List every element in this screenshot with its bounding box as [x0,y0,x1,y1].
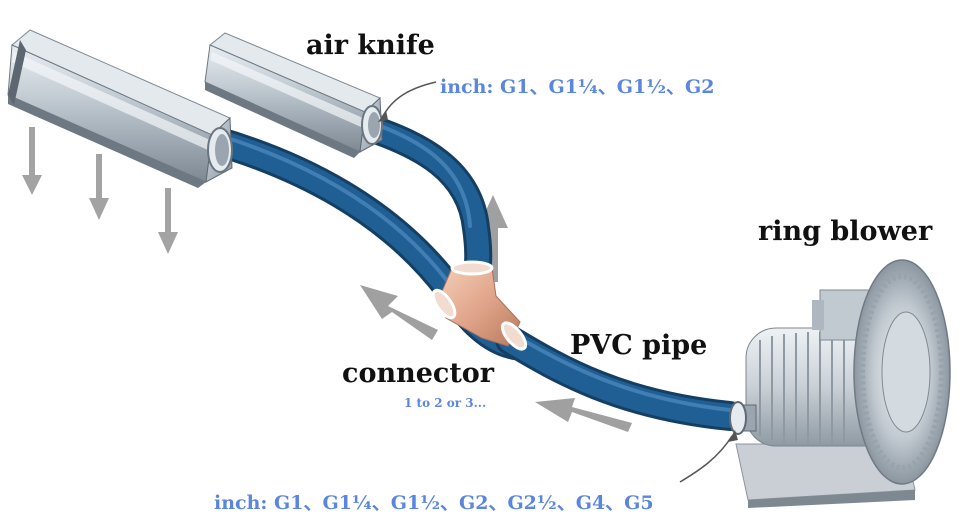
y-connector-icon [431,260,528,351]
air-knife-sizes-label: inch: G1、G1¼、G1½、G2 [440,76,715,98]
air-knife-callout [381,81,437,119]
arrow-head-icon [378,110,388,122]
ring-blower-icon [729,259,951,508]
airflow-arrow-icon [22,127,42,195]
connector-note-label: 1 to 2 or 3... [404,396,487,410]
air-knife-label: air knife [306,30,435,61]
airflow-arrow-icon [158,188,178,254]
airflow-arrow-icon [89,154,109,220]
air-knife-icon [204,32,383,158]
air-knife-icon [7,29,233,188]
ring-blower-label: ring blower [758,216,933,247]
pvc-pipe-label: PVC pipe [570,330,708,361]
blower-callout [679,435,733,483]
airflow-arrows-down [22,127,178,254]
arrow-head-icon [728,430,738,442]
connector-label: connector [342,358,495,389]
airflow-arrow-icon [535,398,632,432]
airflow-arrow-icon [360,285,438,340]
blower-sizes-label: inch: G1、G1¼、G1½、G2、G2½、G4、G5 [214,492,654,514]
